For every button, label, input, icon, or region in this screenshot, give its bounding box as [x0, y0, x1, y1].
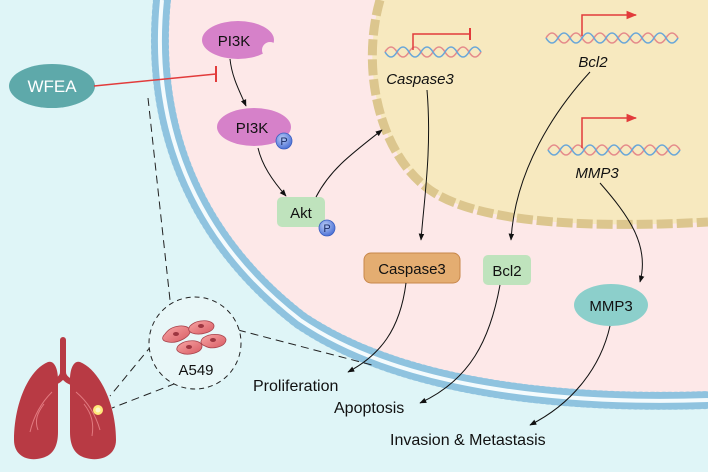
gene-bcl2: Bcl2 [545, 10, 679, 71]
lungs-icon [14, 337, 116, 460]
gene-mmp3: MMP3 [547, 113, 681, 182]
bcl2-to-apoptosis-arrow [419, 284, 501, 404]
pi3k-inactive-node: PI3K [202, 21, 278, 59]
bcl2-expression-arrow [508, 71, 591, 241]
caspase3-repression-mark [412, 33, 470, 50]
phospho-pi3k-label: P [280, 136, 287, 148]
pi3k-active-label: PI3K [236, 120, 269, 137]
mmp3-to-invasion-arrow [529, 325, 611, 426]
gene-mmp3-label: MMP3 [575, 165, 619, 182]
protein-bcl2-label: Bcl2 [492, 263, 521, 280]
phospho-akt-label: P [323, 223, 330, 235]
gene-caspase3: Caspase3 [384, 28, 482, 88]
gene-caspase3-label: Caspase3 [386, 71, 454, 88]
protein-bcl2-node: Bcl2 [483, 255, 531, 285]
outcome-proliferation: Proliferation [253, 378, 338, 395]
caspase3-expression-arrow [418, 89, 430, 241]
bcl2-activation-mark [581, 10, 638, 36]
pi3k-activation-arrow [229, 58, 247, 107]
wfea-drug: WFEA [9, 64, 95, 108]
protein-caspase3-node: Caspase3 [363, 252, 461, 284]
a549-cell-zoom: A549 [148, 296, 242, 390]
caspase3-to-proliferation-arrow [347, 282, 407, 373]
nucleus [367, 0, 708, 229]
outcome-apoptosis: Apoptosis [334, 400, 404, 417]
outcome-invasion-metastasis: Invasion & Metastasis [390, 432, 546, 449]
protein-caspase3-label: Caspase3 [378, 261, 446, 278]
phospho-akt-icon [318, 219, 336, 237]
protein-mmp3-node: MMP3 [574, 284, 648, 326]
protein-mmp3-label: MMP3 [589, 298, 632, 315]
mmp3-activation-mark [581, 113, 638, 148]
akt-to-nucleus-arrow [315, 129, 383, 198]
phospho-pi3k-icon [275, 132, 293, 150]
mmp3-expression-arrow [599, 182, 645, 283]
wfea-label: WFEA [27, 77, 77, 96]
akt-label: Akt [290, 205, 313, 222]
pi3k-active-node: PI3K P [217, 108, 293, 150]
akt-activation-arrow [257, 147, 287, 197]
gene-bcl2-label: Bcl2 [578, 54, 608, 71]
a549-cells-icon [162, 320, 227, 355]
akt-node: Akt P [277, 197, 336, 237]
pi3k-inactive-label: PI3K [218, 33, 251, 50]
a549-label: A549 [178, 362, 213, 379]
wfea-inhibition-arrow [93, 66, 217, 87]
